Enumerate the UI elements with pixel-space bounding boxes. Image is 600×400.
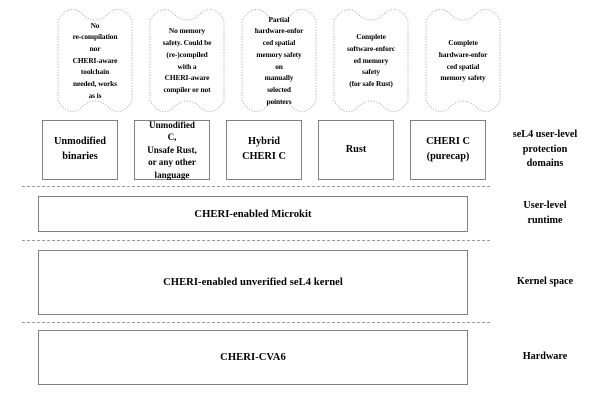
annotation-scroll-cheri-c-purecap: Complete hardware-enfor ced spatial memo… <box>425 8 501 113</box>
side-label-protection-domains: seL4 user-level protection domains <box>492 120 598 180</box>
annotation-scroll-hybrid-cheri-c: Partial hardware-enfor ced spatial memor… <box>241 8 317 113</box>
component-box-unmodified-binaries[interactable]: Unmodified binaries <box>42 120 118 180</box>
separator-protection-domains-runtime <box>22 186 490 187</box>
layer-label: CHERI-enabled Microkit <box>194 208 312 220</box>
layer-label: CHERI-enabled unverified seL4 kernel <box>163 277 343 288</box>
component-label: Unmodified binaries <box>53 136 107 162</box>
component-box-unmodified-c[interactable]: Unmodified C, Unsafe Rust, or any other … <box>134 120 210 180</box>
layer-bar-microkit[interactable]: CHERI-enabled Microkit <box>38 196 468 232</box>
separator-runtime-kernel <box>22 240 490 241</box>
layer-bar-cheri-cva6[interactable]: CHERI-CVA6 <box>38 330 468 385</box>
scroll-shape-icon <box>333 8 409 113</box>
annotation-text: Complete hardware-enfor ced spatial memo… <box>438 38 488 83</box>
annotation-text: Complete software-enforc ed memory safet… <box>347 32 395 89</box>
component-label: CHERI C (purecap) <box>426 136 470 162</box>
scroll-shape-icon <box>425 8 501 113</box>
component-box-rust[interactable]: Rust <box>318 120 394 180</box>
component-box-cheri-c-purecap[interactable]: CHERI C (purecap) <box>410 120 486 180</box>
scroll-shape-icon <box>149 8 225 113</box>
annotation-scroll-unmodified-binaries: No re-compilation nor CHERI-aware toolch… <box>57 8 133 113</box>
component-label: Unmodified C, Unsafe Rust, or any other … <box>147 119 197 180</box>
separator-kernel-hardware <box>22 322 490 323</box>
component-box-hybrid-cheri-c[interactable]: Hybrid CHERI C <box>226 120 302 180</box>
side-label-user-level-runtime: User-level runtime <box>492 196 598 232</box>
layer-label: CHERI-CVA6 <box>220 352 286 363</box>
annotation-text: No memory safety. Could be (re-)compiled… <box>162 26 212 94</box>
side-label-hardware: Hardware <box>492 330 598 385</box>
layer-bar-sel4-kernel[interactable]: CHERI-enabled unverified seL4 kernel <box>38 250 468 315</box>
annotation-scroll-unmodified-c: No memory safety. Could be (re-)compiled… <box>149 8 225 113</box>
annotation-scroll-rust: Complete software-enforc ed memory safet… <box>333 8 409 113</box>
component-label: Hybrid CHERI C <box>242 136 286 162</box>
side-label-kernel-space: Kernel space <box>492 250 598 315</box>
scroll-shape-icon <box>57 8 133 113</box>
side-label-text: Kernel space <box>516 276 574 288</box>
side-label-text: User-level runtime <box>523 200 567 226</box>
annotation-text: No re-compilation nor CHERI-aware toolch… <box>72 20 118 100</box>
annotation-text: Partial hardware-enfor ced spatial memor… <box>254 14 304 106</box>
side-label-text: seL4 user-level protection domains <box>512 128 578 170</box>
scroll-shape-icon <box>241 8 317 113</box>
side-label-text: Hardware <box>522 351 568 363</box>
component-label: Rust <box>345 143 367 155</box>
